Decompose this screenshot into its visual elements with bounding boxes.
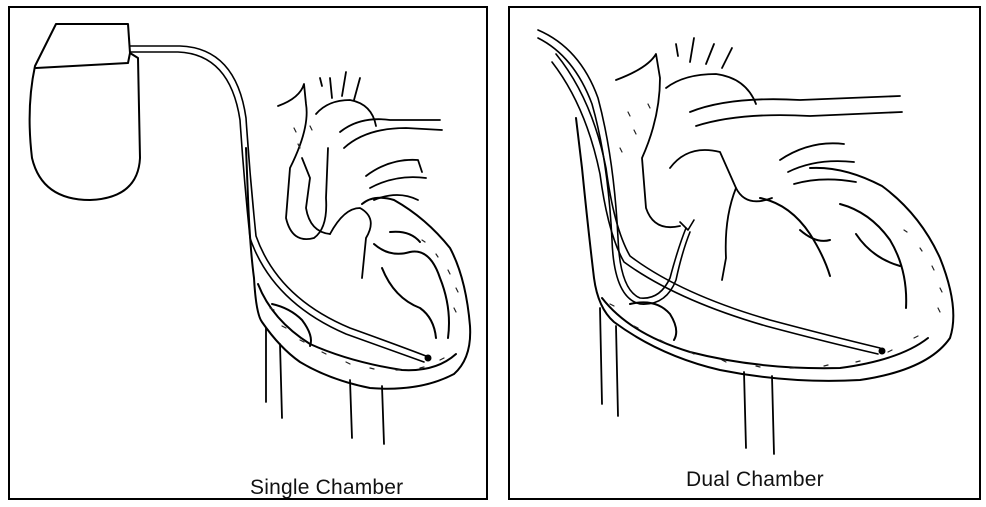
lead-tip xyxy=(425,355,431,361)
single-chamber-illustration xyxy=(10,8,488,500)
great-vessels xyxy=(616,38,902,280)
lower-vessels xyxy=(266,328,384,444)
heart-outline xyxy=(576,118,953,381)
dual-chamber-panel: Dual Chamber xyxy=(508,6,981,500)
single-chamber-caption: Single Chamber xyxy=(250,476,403,500)
dual-chamber-caption: Dual Chamber xyxy=(686,468,824,492)
pacemaker-generator xyxy=(30,24,140,200)
pacing-lead xyxy=(130,46,426,362)
single-chamber-panel: Single Chamber xyxy=(8,6,488,500)
dual-chamber-illustration xyxy=(510,8,981,500)
great-vessels xyxy=(278,72,442,278)
ventricular-lead-tip xyxy=(879,348,885,354)
